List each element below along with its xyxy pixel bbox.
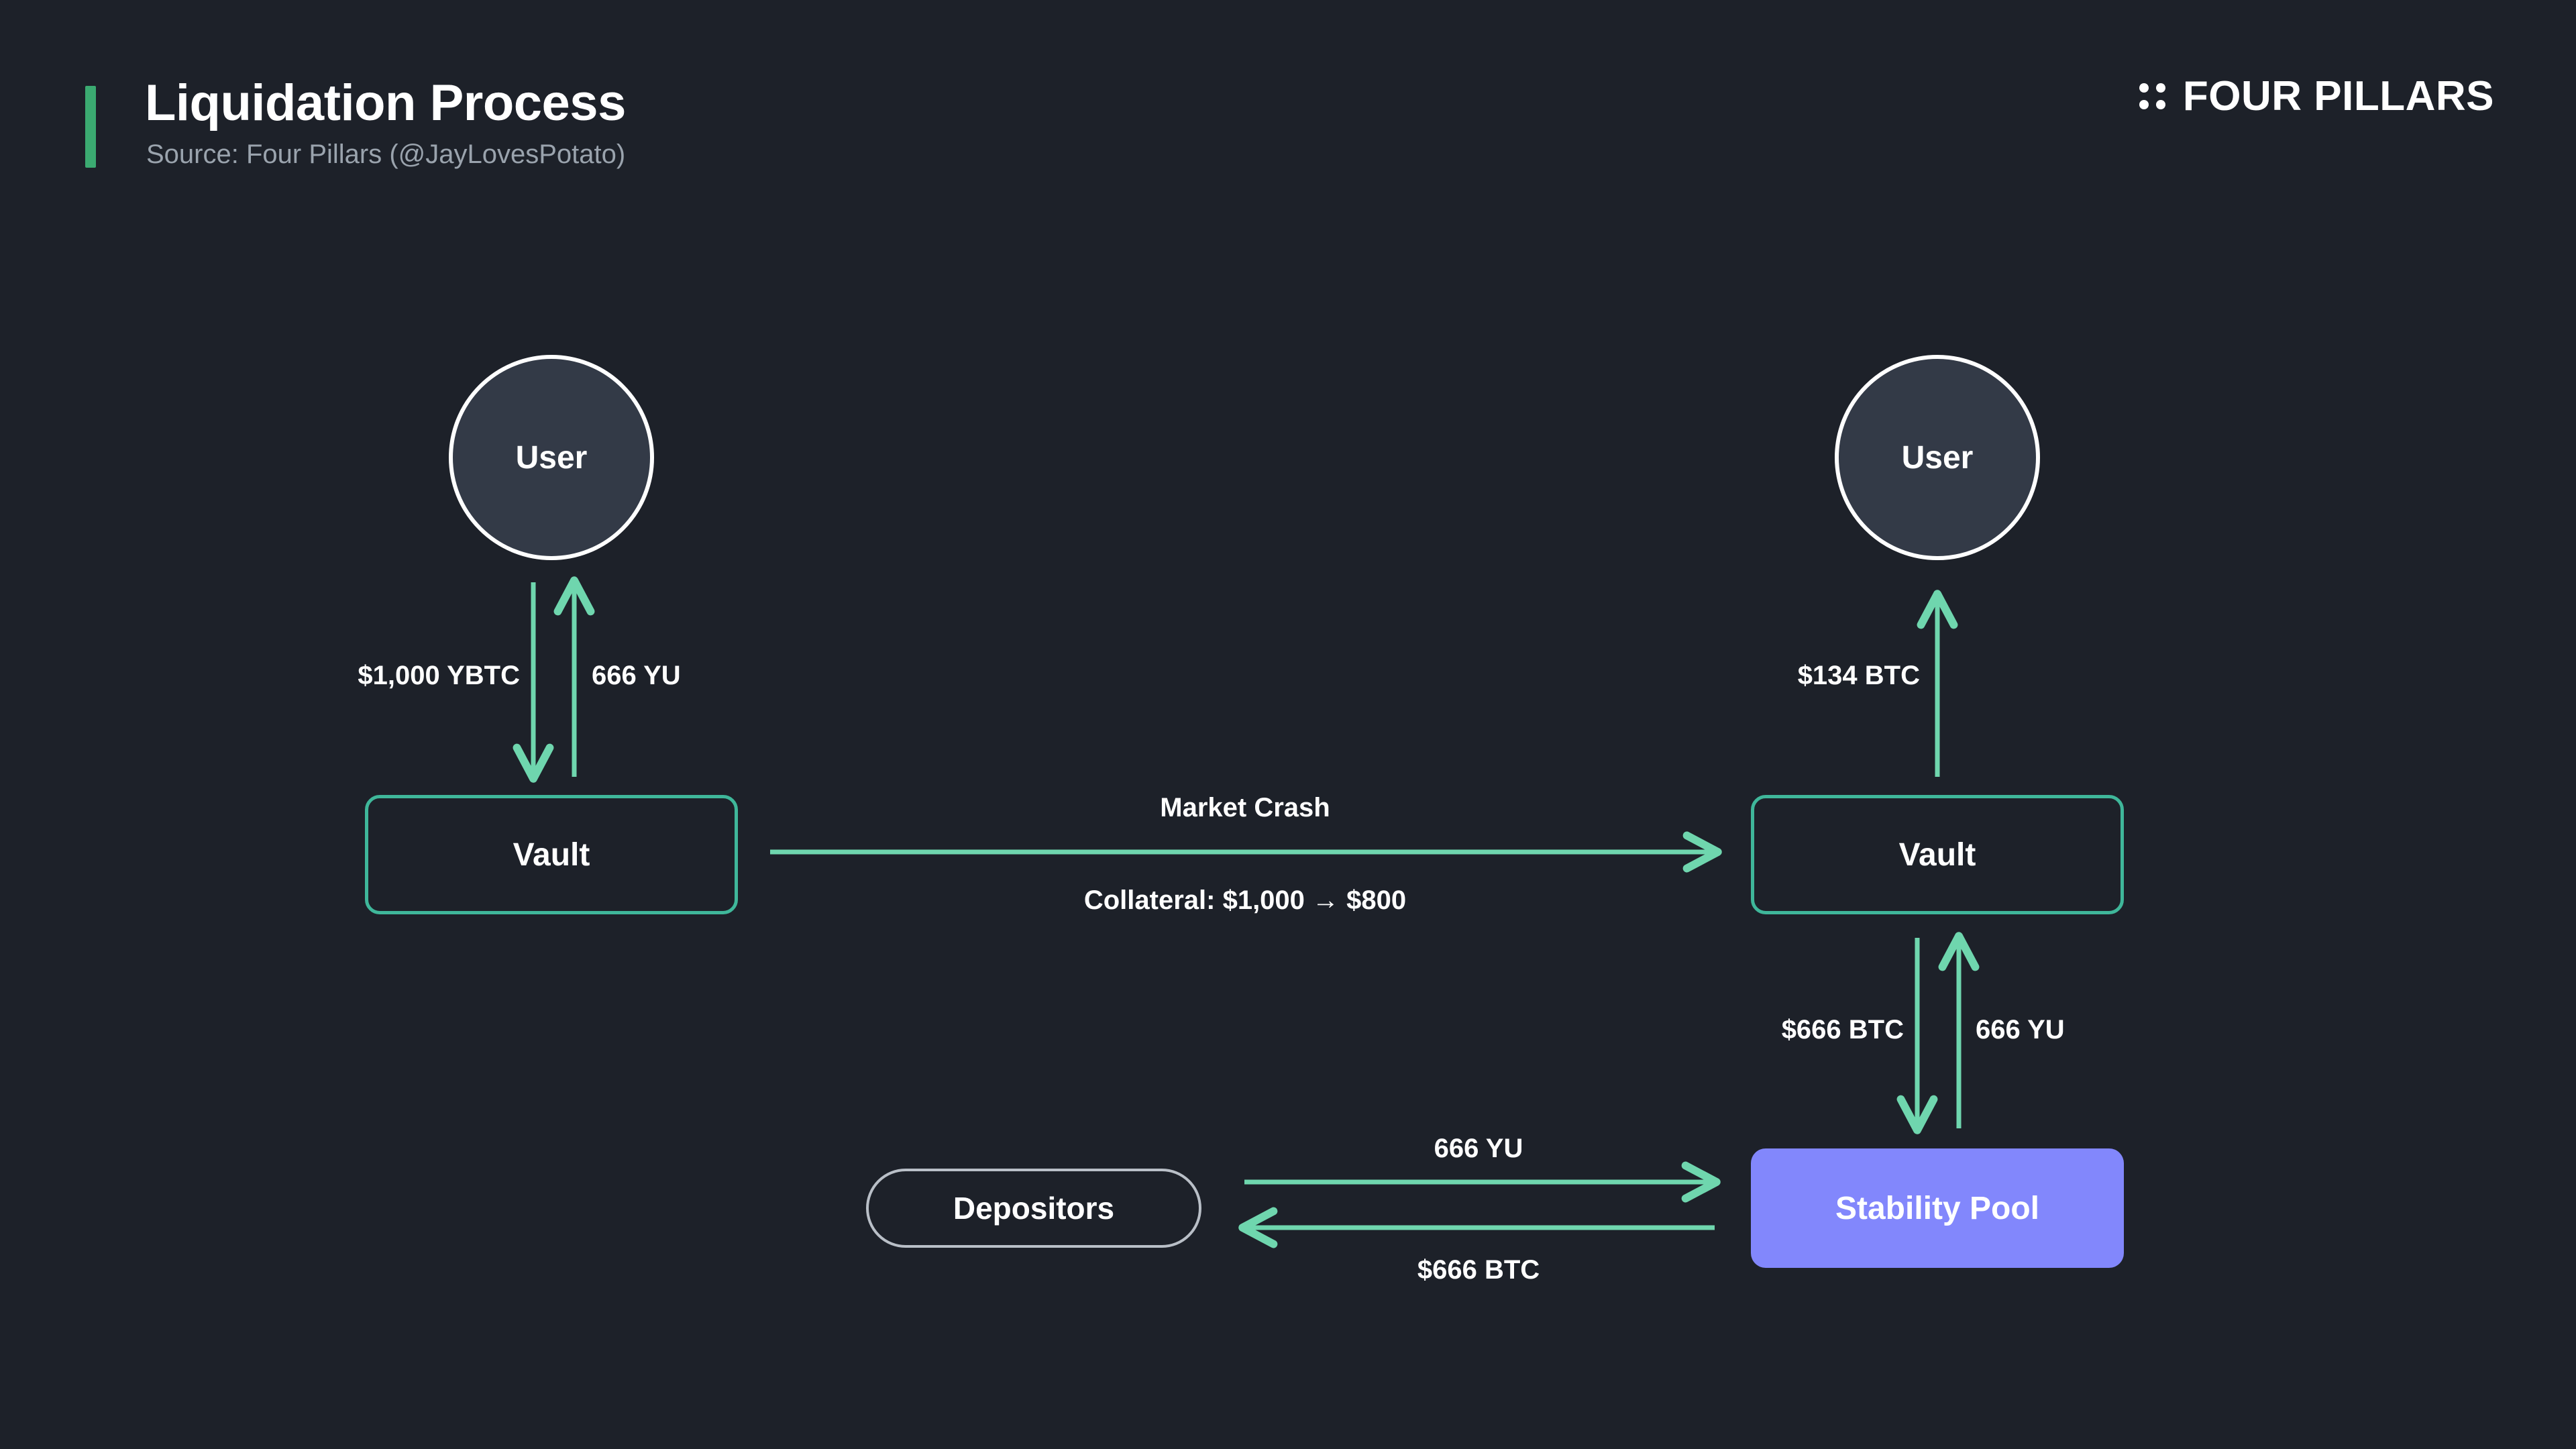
page-subtitle: Source: Four Pillars (@JayLovesPotato) <box>146 140 626 169</box>
node-vault-left[interactable]: Vault <box>365 795 738 914</box>
node-label: Depositors <box>953 1191 1115 1226</box>
edge-label-left-down: $1,000 YBTC <box>358 661 520 690</box>
brand-logo: FOUR PILLARS <box>2139 72 2494 120</box>
edge-label-collateral: Collateral: $1,000 → $800 <box>1083 885 1407 915</box>
node-depositors[interactable]: Depositors <box>866 1169 1201 1248</box>
node-vault-right[interactable]: Vault <box>1751 795 2124 914</box>
edge-label-pool-up: 666 YU <box>1976 1015 2065 1044</box>
edge-label-depositors-left: $666 BTC <box>1417 1255 1540 1285</box>
edge-label-left-up: 666 YU <box>592 661 681 690</box>
node-label: Stability Pool <box>1835 1190 2040 1226</box>
title-accent-bar <box>85 86 96 168</box>
node-user-right[interactable]: User <box>1835 355 2040 560</box>
node-stability-pool[interactable]: Stability Pool <box>1751 1148 2124 1268</box>
edge-label-pool-down: $666 BTC <box>1781 1015 1904 1044</box>
edge-label-market-crash: Market Crash <box>1160 793 1330 822</box>
node-label: Vault <box>1898 837 1976 873</box>
edge-label-depositors-right: 666 YU <box>1434 1134 1523 1163</box>
node-label: User <box>1901 439 1974 476</box>
node-user-left[interactable]: User <box>449 355 654 560</box>
page-title: Liquidation Process <box>145 74 626 131</box>
edge-label-right-user-up: $134 BTC <box>1797 661 1920 690</box>
four-dots-icon <box>2139 83 2165 109</box>
brand-name: FOUR PILLARS <box>2182 73 2494 119</box>
node-label: Vault <box>513 837 590 873</box>
node-label: User <box>515 439 588 476</box>
